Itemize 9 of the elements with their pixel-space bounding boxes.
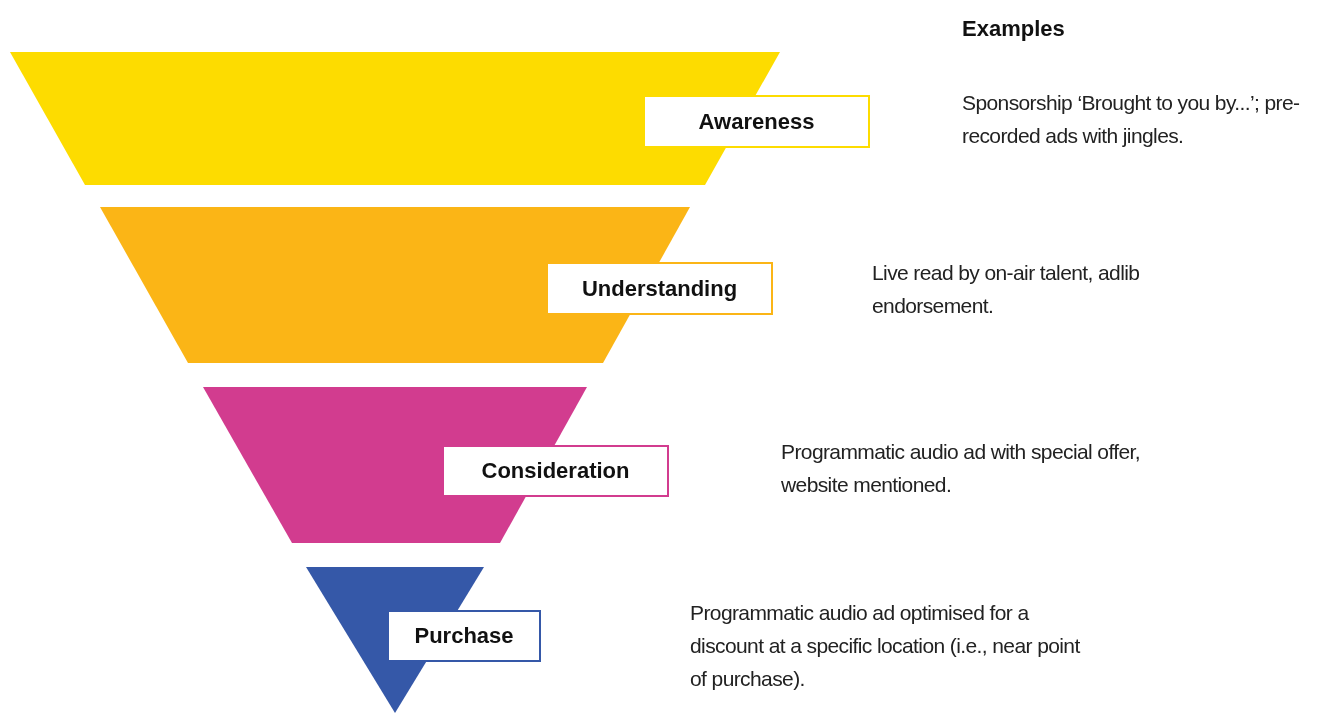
example-text: Live read by on-air talent, adlib endorsement.	[872, 260, 1141, 319]
example-text: Programmatic audio ad with special offer, website mentioned.	[781, 439, 1142, 498]
stage-label: Purchase	[387, 610, 541, 662]
stage-label: Awareness	[643, 95, 870, 148]
example-text: Programmatic audio ad optimised for a discount at a specific location (i.e., near point of purchase).	[690, 600, 1080, 692]
stage-label: Consideration	[442, 445, 669, 497]
example-text: Sponsorship ‘Brought to you by...’; pre-recorded ads with jingles.	[962, 90, 1301, 149]
stage-label: Understanding	[546, 262, 773, 315]
column-heading: Examples	[962, 16, 1066, 42]
